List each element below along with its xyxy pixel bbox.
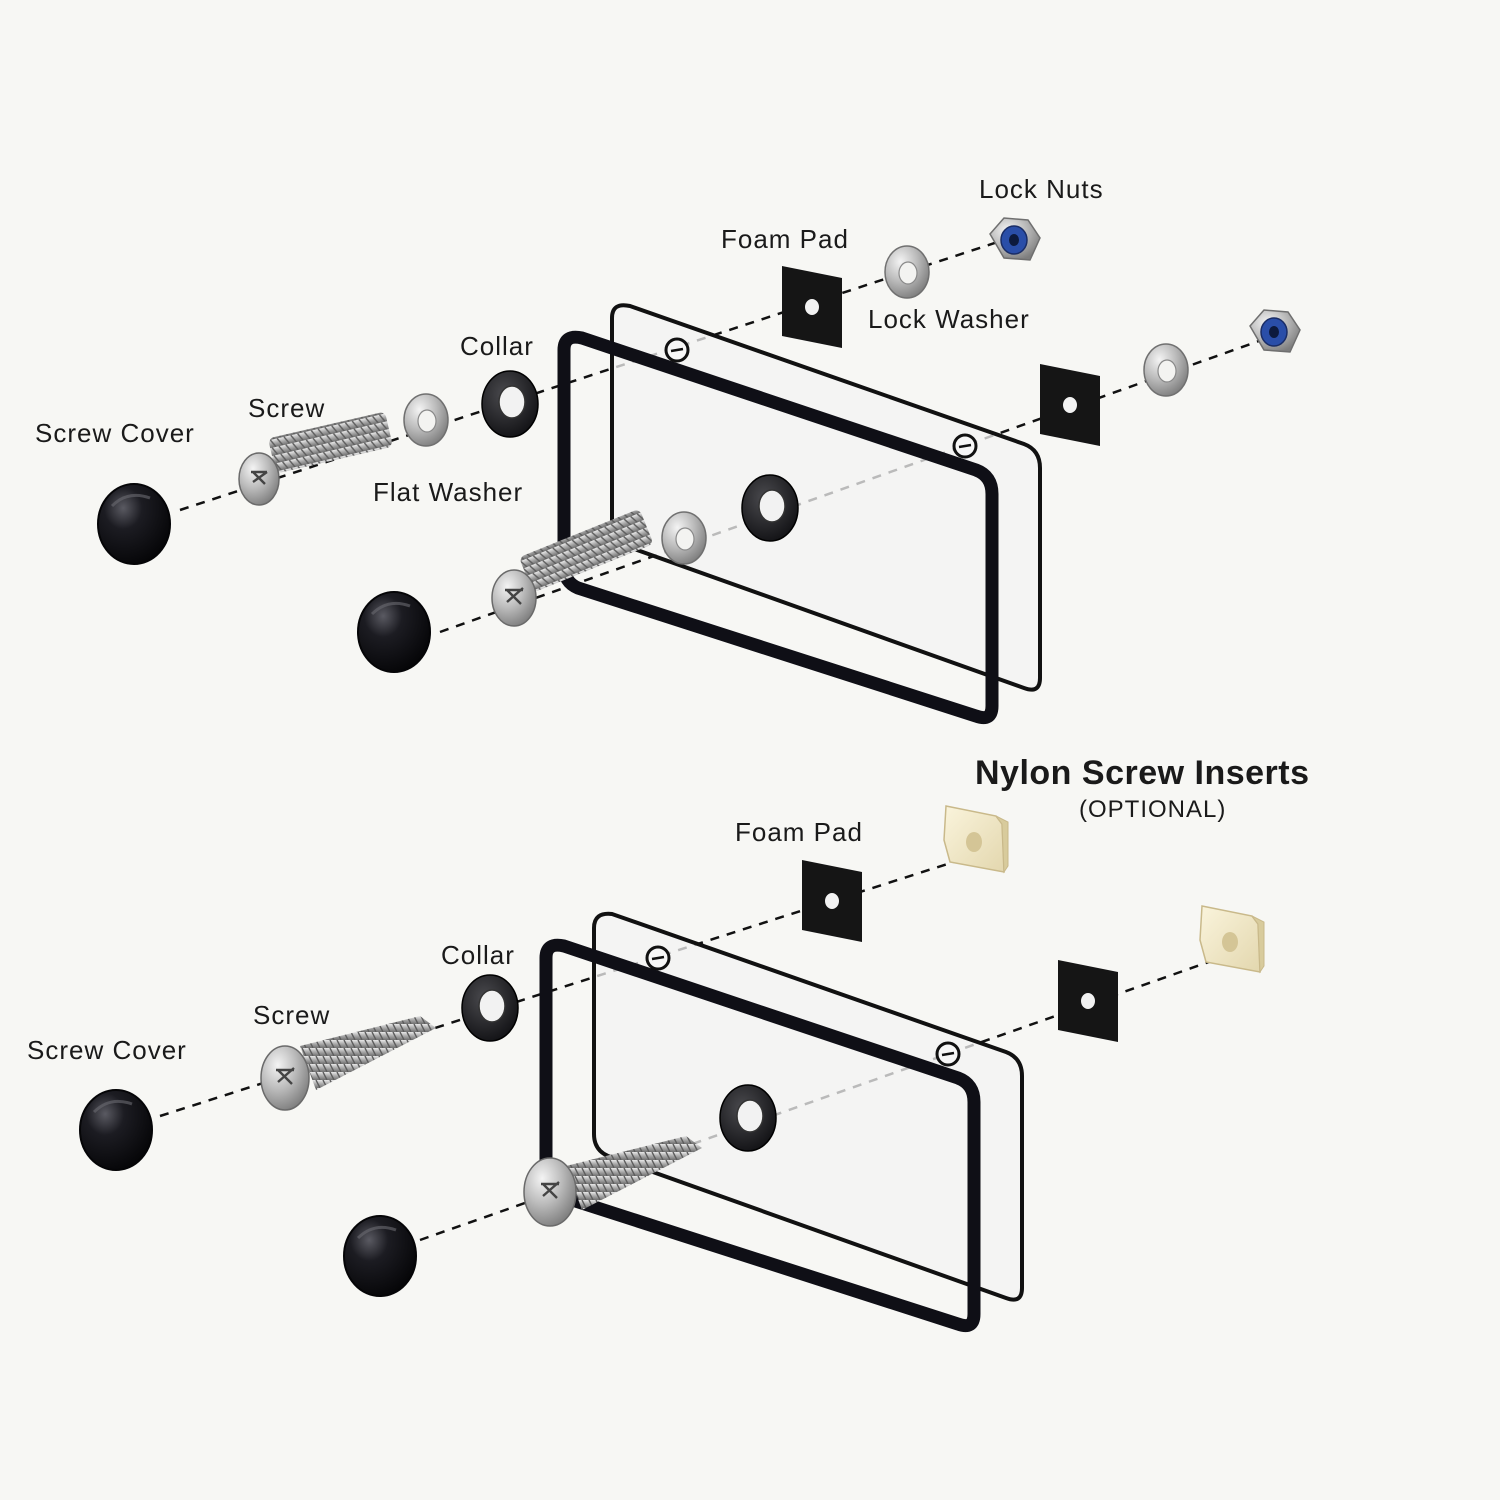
top-collar-1	[481, 370, 539, 438]
bottom-assembly	[78, 805, 1265, 1333]
label-nylon-screw-inserts: Nylon Screw Inserts	[975, 754, 1310, 792]
label-collar-top: Collar	[460, 331, 534, 361]
label-lock-washer: Lock Washer	[868, 304, 1030, 334]
label-lock-nuts: Lock Nuts	[979, 174, 1104, 204]
top-lock-nut-1	[989, 217, 1041, 261]
bottom-slot-upper-right	[935, 1041, 961, 1067]
label-flat-washer: Flat Washer	[373, 477, 524, 507]
bottom-nylon-insert-1	[943, 805, 1009, 873]
top-screw-cover-2	[356, 590, 432, 674]
top-lock-washer-2	[1143, 343, 1189, 397]
label-optional: (OPTIONAL)	[1079, 796, 1227, 823]
bottom-screw-cover-1	[78, 1088, 154, 1172]
label-collar-bottom: Collar	[441, 940, 515, 970]
bottom-screw-2	[523, 1136, 702, 1227]
label-screw-cover-top: Screw Cover	[35, 418, 195, 448]
top-lock-nut-2	[1249, 309, 1301, 353]
top-flat-washer-1	[403, 393, 449, 447]
top-lock-washer-1	[884, 245, 930, 299]
bottom-frame	[539, 938, 981, 1333]
label-screw-top: Screw	[248, 393, 326, 423]
label-screw-cover-bottom: Screw Cover	[27, 1035, 187, 1065]
top-flat-washer-2	[661, 511, 707, 565]
bottom-screw-cover-2	[342, 1214, 418, 1298]
bottom-screw-1	[260, 1016, 436, 1111]
bottom-foam-pad-1	[802, 860, 862, 942]
label-foam-pad-top: Foam Pad	[721, 224, 849, 254]
bottom-collar-2	[719, 1084, 777, 1152]
top-foam-pad-1	[782, 266, 842, 348]
top-slot-upper-right	[952, 433, 978, 459]
label-foam-pad-bottom: Foam Pad	[735, 817, 863, 847]
bottom-acrylic-plate	[592, 911, 1024, 1302]
bottom-collar-1	[461, 974, 519, 1042]
top-acrylic-plate	[610, 303, 1042, 692]
label-screw-bottom: Screw	[253, 1000, 331, 1030]
top-frame	[557, 330, 999, 725]
bottom-nylon-insert-2	[1199, 905, 1265, 973]
top-screw-cover-1	[96, 482, 172, 566]
top-assembly	[96, 217, 1301, 725]
bottom-foam-pad-2	[1058, 960, 1118, 1042]
bottom-slot-upper-left	[645, 945, 671, 971]
top-foam-pad-2	[1040, 364, 1100, 446]
top-collar-2	[741, 474, 799, 542]
top-screw-2	[491, 510, 652, 627]
top-slot-upper-left	[664, 337, 690, 363]
top-screw-1	[238, 412, 392, 506]
